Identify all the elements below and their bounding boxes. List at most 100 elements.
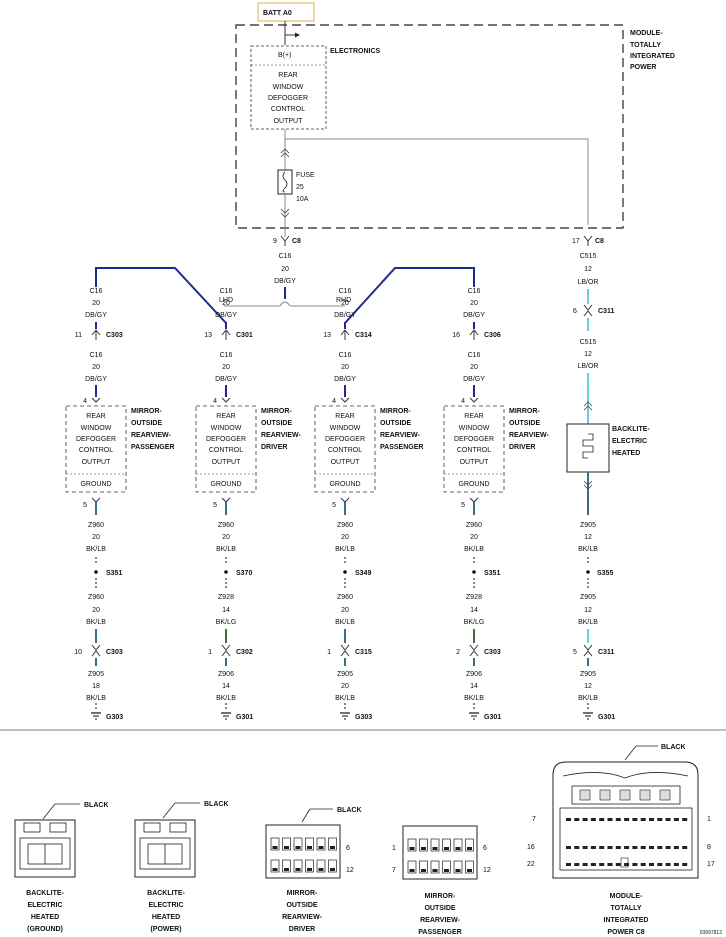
pin-cavity [566,863,571,866]
pin-number: 7 [392,867,396,874]
pin-cavity [607,818,613,821]
connector-fork-icon [340,644,350,651]
pin-number: 1 [707,816,711,823]
wire-label: Z960 [218,522,234,529]
box-label: REAR [216,413,235,420]
pin-cavity [649,863,654,866]
wire-label: C16 [468,288,481,295]
ground-pin-label: GROUND [458,481,489,488]
wire-label: 20 [470,534,478,541]
pin-grid [407,838,474,874]
pin-cavity [566,818,571,821]
backlite-label-2: ELECTRIC [612,438,647,445]
connector-fork-icon [91,644,101,651]
pin-cavity [574,863,580,866]
pin-cavity [590,863,596,866]
rf-connector: C8 [595,238,604,245]
connector-fork-icon [221,497,231,503]
pin-cavity [615,863,621,866]
wire-label: Z928 [218,594,234,601]
pin-terminal [272,846,278,849]
component-name: REARVIEW- [509,432,549,439]
wire-label: BK/LB [86,546,106,553]
pin-cavity [293,859,303,873]
backlite-label-1: BACKLITE- [612,426,650,433]
component-name: MIRROR- [380,408,411,415]
wire-label: C16 [468,352,481,359]
connector-backlite-ground: BLACK [14,802,109,878]
fuse-symbol [277,169,293,195]
wire-label: BK/LB [335,695,355,702]
mirror-module-box [65,405,127,493]
wire-label: BK/LB [86,619,106,626]
pin-number: 17 [707,861,715,868]
box-label: REAR [335,413,354,420]
pin-cavity [632,863,638,866]
connector-color: BLACK [337,807,362,814]
pin-cavity [640,846,646,849]
connector-name: POWER C8 [607,929,644,936]
wire-label: LB/OR [577,279,598,286]
pin-cavity [599,818,605,821]
pin-cavity [632,818,638,821]
box-label: CONTROL [79,447,113,454]
wire-label: 14 [470,683,478,690]
pin-terminal [318,846,324,849]
wire-label: 20 [222,534,230,541]
pin-cavity [582,863,588,866]
component-name: PASSENGER [380,444,423,451]
pin-cavity [599,846,605,849]
component-name: PASSENGER [131,444,174,451]
wire-label: 20 [341,683,349,690]
wire-label: 20 [470,364,478,371]
component-name: MIRROR- [131,408,162,415]
component-name: OUTSIDE [509,420,540,427]
pin-terminal [421,847,426,850]
pin-number: 16 [452,332,460,339]
pin-cavity [453,860,463,874]
pin-number: 16 [527,844,535,851]
component-name: OUTSIDE [131,420,162,427]
box-label: OUTPUT [460,459,490,466]
rf-ground: G301 [598,714,615,721]
fuse-amps: 10A [296,196,309,203]
output-label: OUTPUT [274,118,304,125]
pin-terminal [444,869,449,872]
pin-terminal [284,846,289,849]
connector-id: C314 [355,332,372,339]
connector-name: ELECTRIC [28,902,63,909]
box-label: DEFOGGER [325,436,365,443]
box-label: REAR [86,413,105,420]
component-name: OUTSIDE [380,420,411,427]
pin-cavity [465,860,474,874]
pin-cavity [657,846,663,849]
pin-cavity [328,837,337,851]
pin-cavity [316,859,326,873]
pin-cavity [682,846,688,849]
wire-label: DB/GY [334,312,356,319]
wire-label: DB/GY [334,376,356,383]
pin-number: 8 [707,844,711,851]
backlite-label-3: HEATED [612,450,640,457]
pin-cavity [640,818,646,821]
connector-color: BLACK [204,801,229,808]
wire-label: BK/LG [216,619,237,626]
connector-name: MODULE- [610,893,643,900]
box-label: OUTPUT [82,459,112,466]
module-internal-wire [285,138,589,225]
pin-number: 13 [323,332,331,339]
pin-terminal [467,869,472,872]
pin-terminal [295,846,301,849]
pin-terminal [432,869,438,872]
ground-icon [583,712,593,720]
pin-number: 22 [527,861,535,868]
splice-dot [94,570,98,574]
wire-label: BK/LB [216,695,236,702]
ground-pin-label: GROUND [80,481,111,488]
pin-cavity [624,863,630,866]
component-name: REARVIEW- [380,432,420,439]
connector-name: (POWER) [150,926,181,933]
component-name: DRIVER [509,444,535,451]
